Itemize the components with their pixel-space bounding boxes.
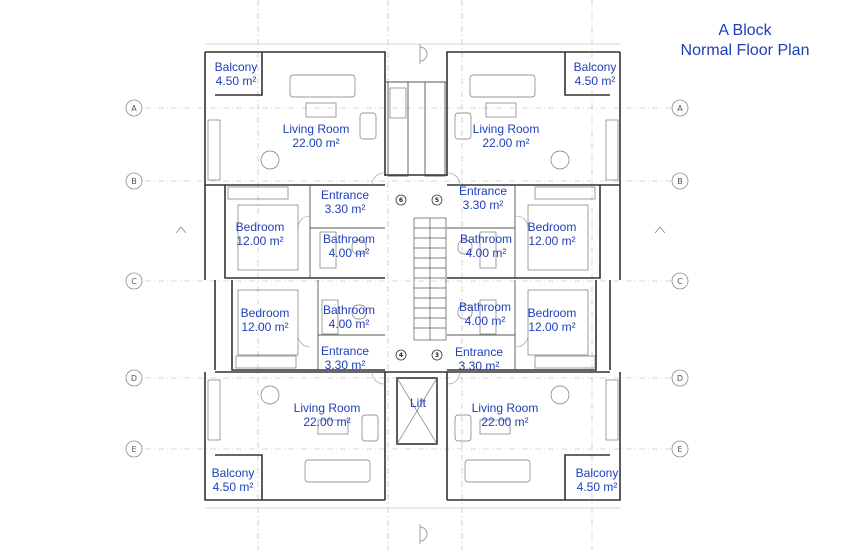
room-area: 12.00 m² xyxy=(241,320,289,334)
room-label-balcony-bl: Balcony 4.50 m² xyxy=(193,466,273,494)
unit-markers xyxy=(395,194,443,361)
section-markers xyxy=(175,44,666,544)
room-area: 4.50 m² xyxy=(212,480,254,494)
room-name: Lift xyxy=(409,396,426,410)
room-label-entrance-bl: Entrance 3.30 m² xyxy=(310,344,380,372)
unit-number-5: 5 xyxy=(435,197,439,204)
room-name: Bathroom xyxy=(458,300,512,314)
room-label-bedroom-tl: Bedroom 12.00 m² xyxy=(220,220,300,248)
room-name: Living Room xyxy=(471,401,539,415)
axis-label-left-e: E xyxy=(131,445,136,454)
room-area: 3.30 m² xyxy=(324,358,366,372)
room-area: 3.30 m² xyxy=(462,198,504,212)
door-swings xyxy=(297,172,529,385)
room-label-bathroom-bl: Bathroom 4.00 m² xyxy=(313,303,385,331)
room-name: Balcony xyxy=(214,60,258,74)
axis-label-right-e: E xyxy=(677,445,682,454)
axis-bubbles-right xyxy=(671,99,689,458)
room-label-balcony-br: Balcony 4.50 m² xyxy=(557,466,637,494)
room-area: 4.00 m² xyxy=(328,317,370,331)
room-name: Bedroom xyxy=(527,220,577,234)
room-area: 22.00 m² xyxy=(292,136,340,150)
axis-label-left-b: B xyxy=(131,177,137,186)
room-label-bathroom-tl: Bathroom 4.00 m² xyxy=(313,232,385,260)
room-area: 22.00 m² xyxy=(303,415,351,429)
room-label-lift: Lift xyxy=(398,396,438,410)
room-area: 12.00 m² xyxy=(236,234,284,248)
room-label-bedroom-tr: Bedroom 12.00 m² xyxy=(512,220,592,248)
room-name: Living Room xyxy=(293,401,361,415)
axis-label-left-a: A xyxy=(131,104,137,113)
unit-number-4: 4 xyxy=(399,352,403,359)
room-name: Balcony xyxy=(575,466,619,480)
axis-label-right-c: C xyxy=(677,277,683,286)
walls xyxy=(204,51,621,501)
room-area: 22.00 m² xyxy=(482,136,530,150)
room-name: Bedroom xyxy=(240,306,290,320)
axis-label-left-c: C xyxy=(131,277,137,286)
room-label-living-bl: Living Room 22.00 m² xyxy=(277,401,377,429)
room-name: Bathroom xyxy=(322,303,376,317)
room-label-bathroom-tr: Bathroom 4.00 m² xyxy=(450,232,522,260)
plan-title: A Block Normal Floor Plan xyxy=(640,21,850,61)
unit-number-6: 6 xyxy=(399,197,403,204)
room-label-balcony-tr: Balcony 4.50 m² xyxy=(555,60,635,88)
axis-grid xyxy=(145,0,680,550)
room-name: Living Room xyxy=(282,122,350,136)
room-area: 22.00 m² xyxy=(481,415,529,429)
room-name: Bedroom xyxy=(527,306,577,320)
partitions xyxy=(309,81,516,370)
furniture xyxy=(207,74,619,483)
room-label-entrance-tr: Entrance 3.30 m² xyxy=(448,184,518,212)
room-name: Balcony xyxy=(573,60,617,74)
room-name: Bedroom xyxy=(235,220,285,234)
room-area: 4.00 m² xyxy=(464,314,506,328)
room-area: 4.50 m² xyxy=(574,74,616,88)
room-area: 12.00 m² xyxy=(528,234,576,248)
axis-label-right-d: D xyxy=(677,374,683,383)
room-area: 3.30 m² xyxy=(458,359,500,373)
room-name: Living Room xyxy=(472,122,540,136)
room-label-balcony-tl: Balcony 4.50 m² xyxy=(196,60,276,88)
axis-bubbles-left xyxy=(125,99,143,458)
axis-label-right-b: B xyxy=(677,177,683,186)
axis-label-right-a: A xyxy=(677,104,683,113)
room-name: Entrance xyxy=(454,345,504,359)
axis-label-left-d: D xyxy=(131,374,137,383)
room-area: 12.00 m² xyxy=(528,320,576,334)
room-name: Entrance xyxy=(458,184,508,198)
room-label-bathroom-br: Bathroom 4.00 m² xyxy=(449,300,521,328)
title-line-1: A Block xyxy=(718,22,772,39)
unit-number-3: 3 xyxy=(435,352,439,359)
room-label-entrance-br: Entrance 3.30 m² xyxy=(444,345,514,373)
room-area: 4.50 m² xyxy=(215,74,257,88)
room-area: 3.30 m² xyxy=(324,202,366,216)
room-label-bedroom-br: Bedroom 12.00 m² xyxy=(512,306,592,334)
room-label-entrance-tl: Entrance 3.30 m² xyxy=(310,188,380,216)
room-area: 4.50 m² xyxy=(576,480,618,494)
room-area: 4.00 m² xyxy=(328,246,370,260)
room-name: Bathroom xyxy=(459,232,513,246)
room-name: Entrance xyxy=(320,344,370,358)
title-line-2: Normal Floor Plan xyxy=(680,42,810,59)
room-label-living-br: Living Room 22.00 m² xyxy=(455,401,555,429)
unit-numbers: 6 5 4 3 xyxy=(399,197,439,359)
room-name: Entrance xyxy=(320,188,370,202)
stair xyxy=(413,217,447,341)
room-label-living-tr: Living Room 22.00 m² xyxy=(456,122,556,150)
axis-labels: A B C D E A B C D E xyxy=(131,104,683,454)
room-name: Balcony xyxy=(211,466,255,480)
dimension-marks xyxy=(205,43,620,509)
room-area: 4.00 m² xyxy=(465,246,507,260)
room-label-bedroom-bl: Bedroom 12.00 m² xyxy=(225,306,305,334)
room-label-living-tl: Living Room 22.00 m² xyxy=(266,122,366,150)
room-name: Bathroom xyxy=(322,232,376,246)
